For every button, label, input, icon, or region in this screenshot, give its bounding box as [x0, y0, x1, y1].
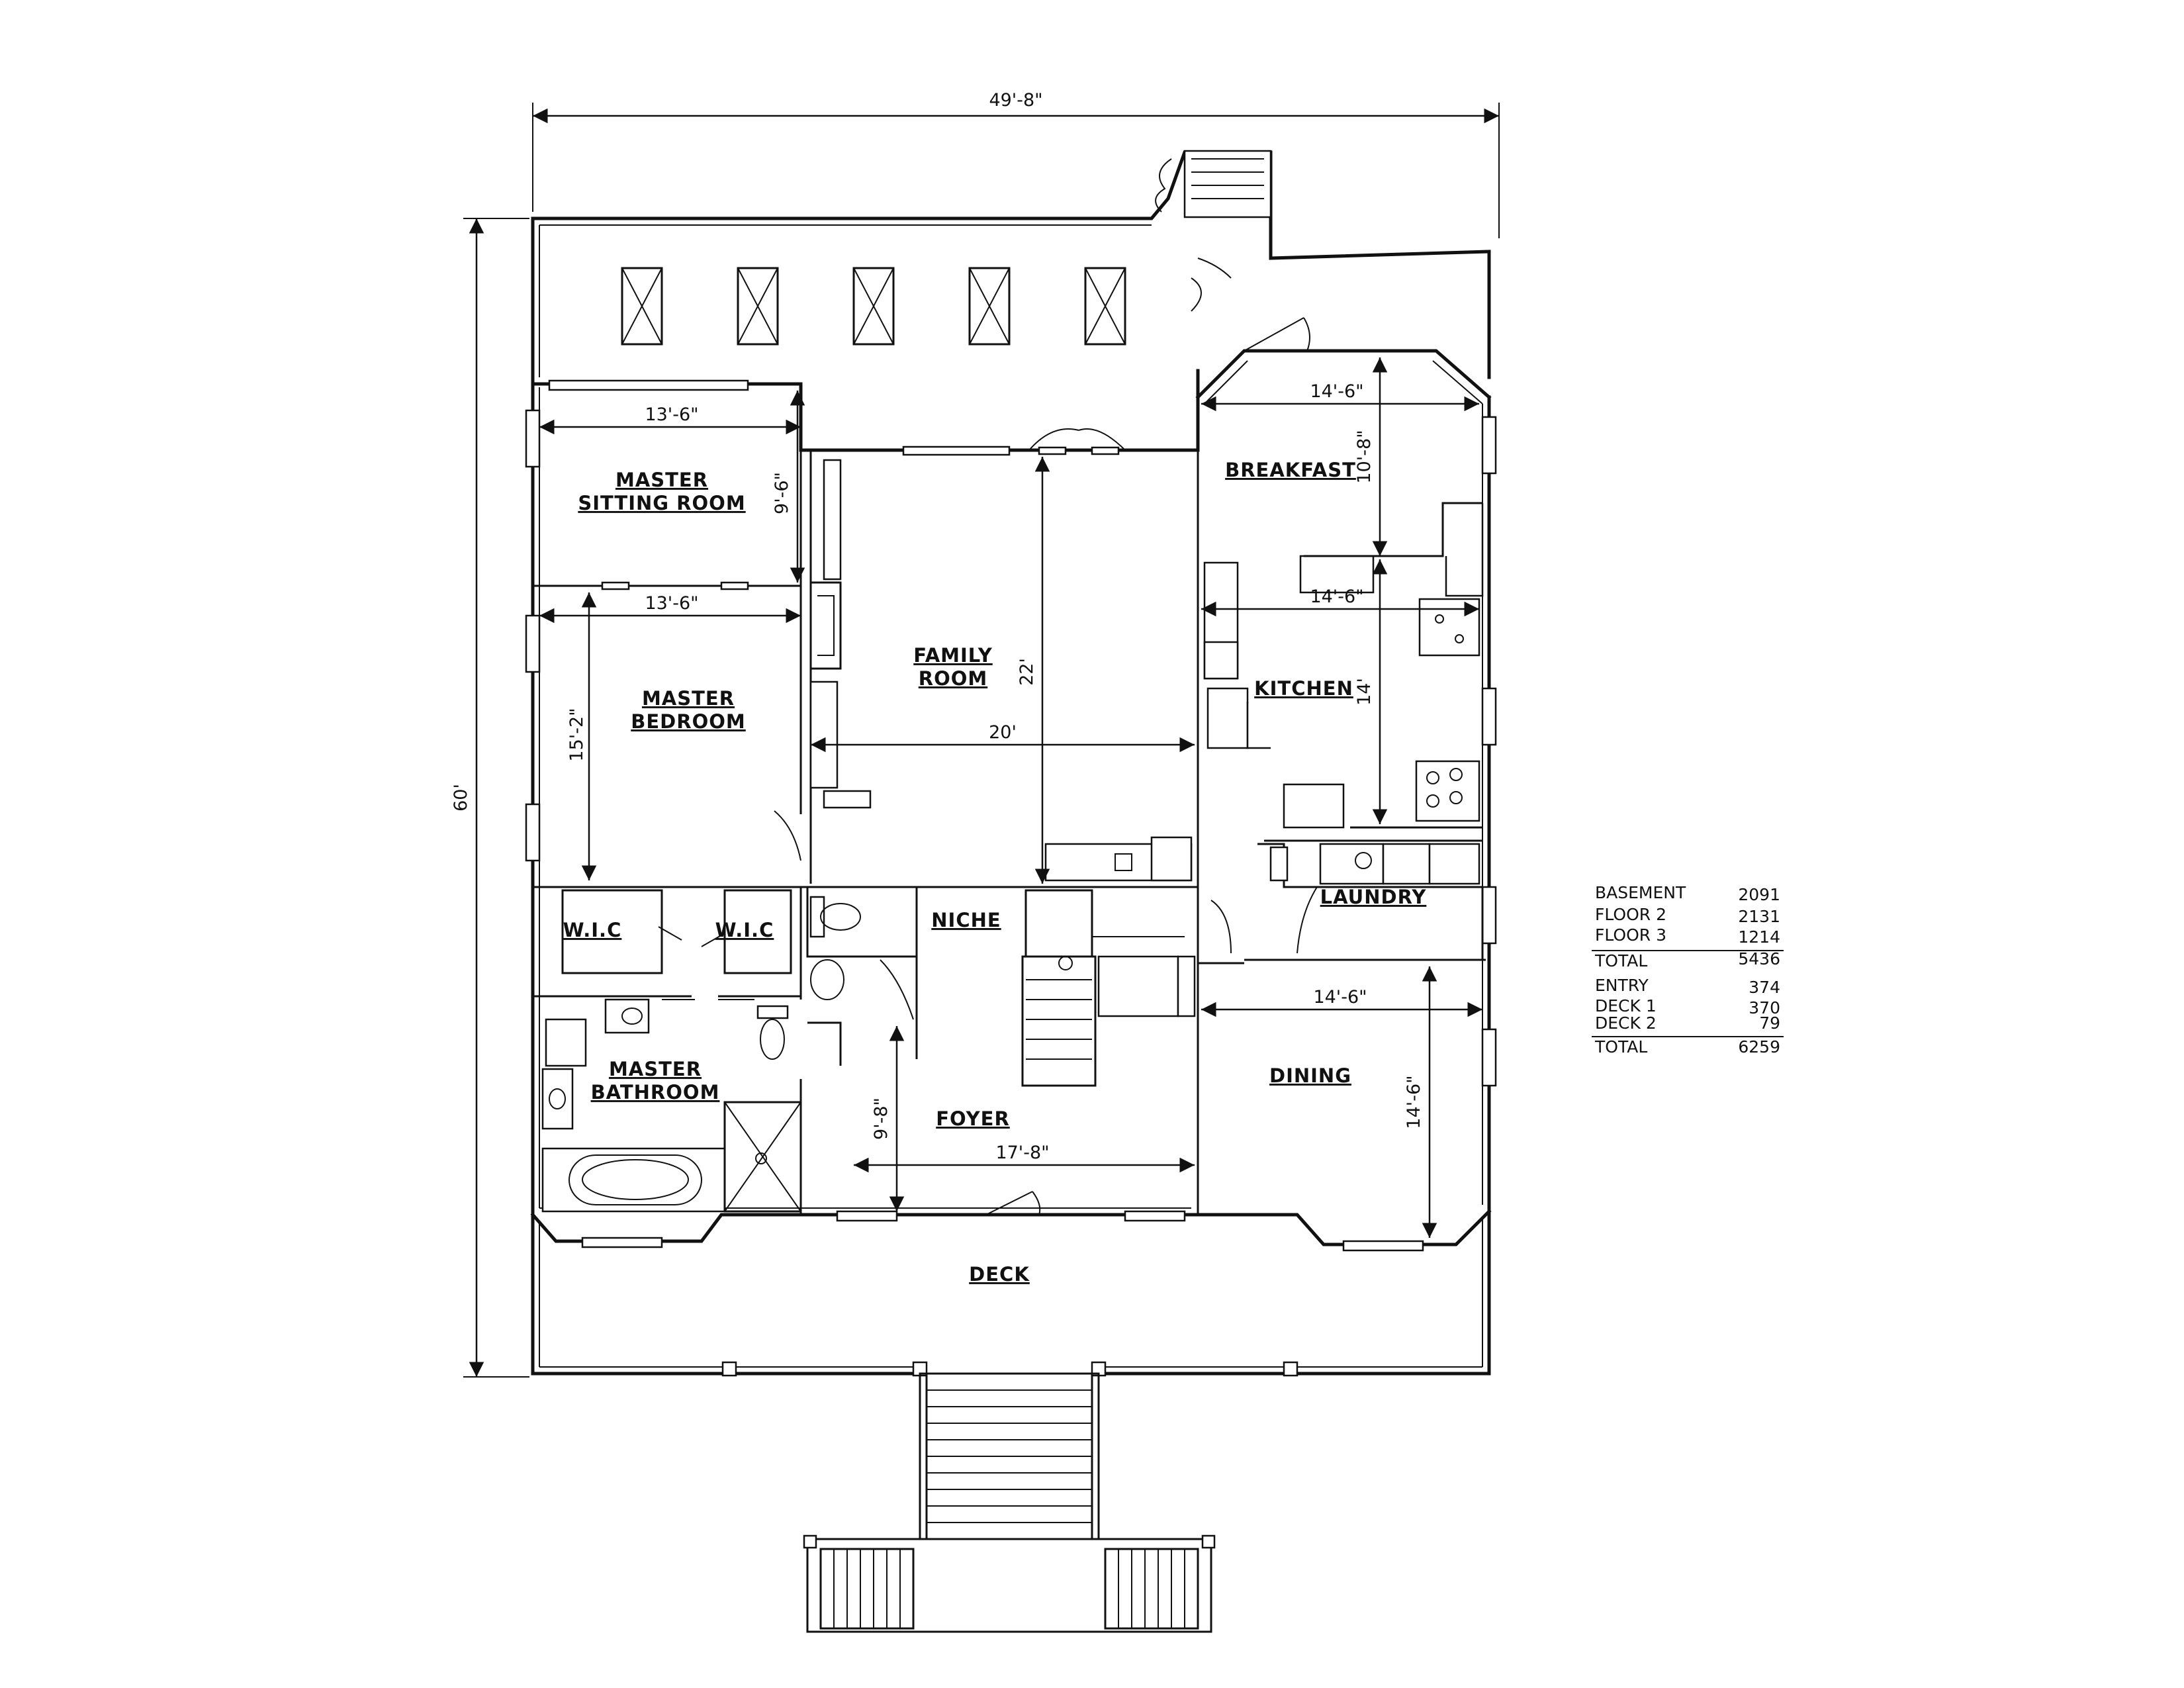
area-total-label: TOTAL — [1594, 951, 1647, 970]
area-row-label: DECK 2 — [1595, 1013, 1657, 1033]
dining-width: 14'-6" — [1313, 987, 1367, 1008]
room-family-room-l1: FAMILY — [913, 644, 993, 667]
overall-depth-label: 60' — [451, 784, 471, 812]
dining-depth: 14'-6" — [1404, 1075, 1424, 1129]
breakfast-depth: 10'-8" — [1354, 430, 1375, 483]
room-labels: MASTER SITTING ROOM MASTER BEDROOM FAMIL… — [563, 459, 1427, 1286]
room-kitchen: KITCHEN — [1254, 677, 1353, 700]
area-row-value: 370 — [1749, 998, 1780, 1017]
room-master-bedroom-l1: MASTER — [642, 687, 735, 710]
area-total-value: 6259 — [1738, 1037, 1780, 1056]
foyer-depth: 9'-8" — [871, 1098, 891, 1140]
left-landing-treads — [833, 1549, 901, 1628]
overall-width-label: 49'-8" — [989, 90, 1042, 111]
bedroom-width: 13'-6" — [645, 593, 698, 614]
area-row-value: 374 — [1749, 978, 1780, 997]
area-row-label: FLOOR 2 — [1595, 905, 1666, 924]
area-row-value: 2091 — [1738, 885, 1780, 904]
room-master-bathroom-l1: MASTER — [609, 1058, 702, 1080]
room-niche: NICHE — [931, 909, 1001, 931]
kitchen-depth: 14' — [1354, 678, 1375, 706]
area-row-label: ENTRY — [1595, 976, 1649, 995]
room-foyer: FOYER — [936, 1107, 1010, 1130]
family-room-depth: 22' — [1017, 658, 1037, 686]
foyer-width: 17'-8" — [995, 1143, 1049, 1163]
room-breakfast: BREAKFAST — [1225, 459, 1356, 481]
kitchen-width: 14'-6" — [1310, 586, 1363, 607]
main-stair-treads — [927, 1389, 1092, 1523]
room-master-bathroom-l2: BATHROOM — [591, 1081, 720, 1103]
sitting-room-width: 13'-6" — [645, 404, 698, 425]
room-deck: DECK — [969, 1263, 1030, 1286]
room-dining: DINING — [1269, 1064, 1351, 1087]
room-dimensions: 13'-6" 9'-6" 13'-6" 15'-2" 20' 22' 14'-6… — [539, 357, 1482, 1238]
front-deck — [531, 1209, 1491, 1633]
room-family-room-l2: ROOM — [919, 667, 988, 690]
area-total-value: 5436 — [1738, 949, 1780, 968]
area-row-value: 79 — [1759, 1013, 1780, 1033]
room-wic-right: W.I.C — [715, 919, 774, 941]
overall-dimensions: 49'-8" 60' — [451, 90, 1500, 1378]
right-landing-treads — [1118, 1549, 1185, 1628]
room-master-sitting-room-l2: SITTING ROOM — [578, 492, 745, 514]
area-row-label: DECK 1 — [1595, 996, 1657, 1015]
room-wic-left: W.I.C — [563, 919, 622, 941]
rear-porch — [531, 150, 1491, 383]
room-laundry: LAUNDRY — [1320, 886, 1427, 908]
area-total-label: TOTAL — [1594, 1037, 1647, 1056]
family-room-width: 20' — [989, 722, 1017, 743]
skylights — [621, 267, 1126, 346]
area-row-label: BASEMENT — [1595, 883, 1686, 902]
area-row-value: 1214 — [1738, 927, 1780, 947]
room-master-sitting-room-l1: MASTER — [615, 469, 708, 491]
sitting-room-depth: 9'-6" — [772, 472, 792, 514]
room-master-bedroom-l2: BEDROOM — [631, 710, 745, 733]
bedroom-depth: 15'-2" — [567, 708, 587, 761]
area-table: BASEMENT 2091 FLOOR 2 2131 FLOOR 3 1214 … — [1592, 883, 1784, 1056]
area-row-value: 2131 — [1738, 907, 1780, 926]
area-row-label: FLOOR 3 — [1595, 925, 1666, 945]
breakfast-width: 14'-6" — [1310, 381, 1363, 402]
